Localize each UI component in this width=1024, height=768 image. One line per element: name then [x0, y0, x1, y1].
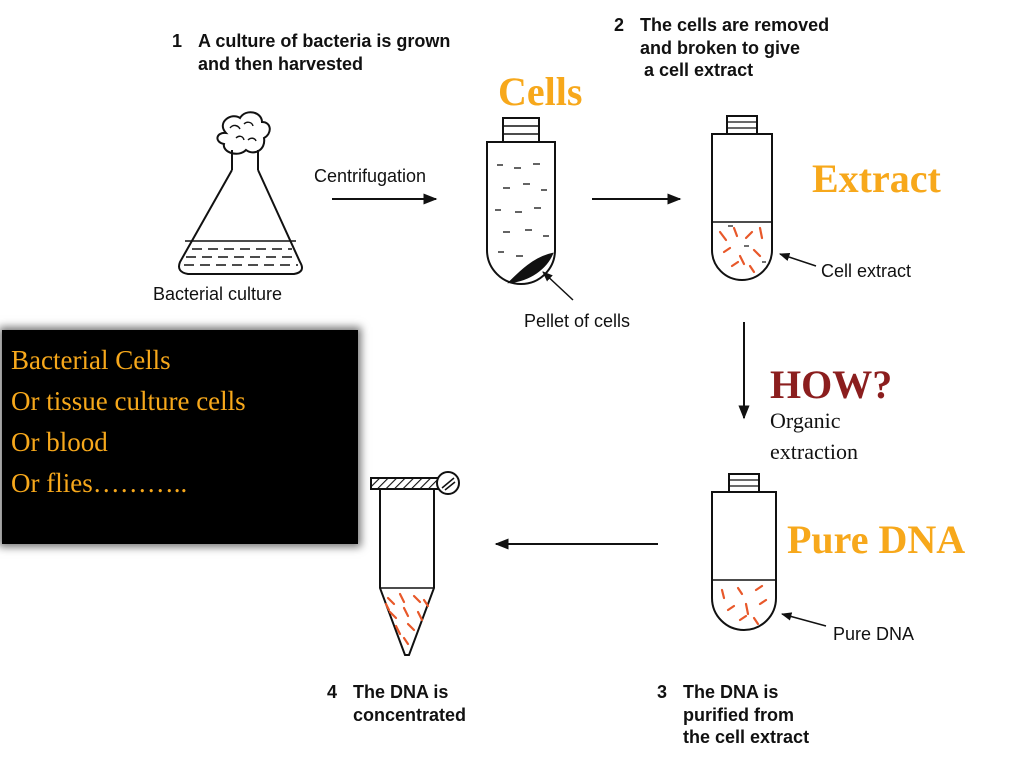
step-1-caption: 1 A culture of bacteria is grown and then… — [172, 30, 450, 75]
sources-box: Bacterial Cells Or tissue culture cells … — [2, 330, 358, 544]
step-2-caption: 2 The cells are removed and broken to giv… — [614, 14, 829, 82]
extraction-line: extraction — [770, 438, 858, 464]
centrifuge-tube-icon — [486, 117, 556, 285]
pure-dna-tube-icon — [711, 473, 777, 631]
step-text: and broken to give — [640, 37, 801, 58]
centrifugation-label: Centrifugation — [314, 166, 427, 186]
source-line: Bacterial Cells — [11, 345, 171, 375]
step-text: a cell extract — [644, 60, 754, 80]
step-text: the cell extract — [683, 727, 810, 747]
step-text: purified from — [683, 704, 794, 725]
bacterial-culture-label: Bacterial culture — [153, 284, 283, 304]
concentrated-dna-fragments — [384, 592, 430, 646]
pure-dna-label: Pure DNA — [833, 624, 915, 644]
extract-highlight: Extract — [812, 156, 941, 201]
cell-extract-fragments — [718, 226, 764, 274]
microtube-icon — [370, 471, 460, 656]
cell-extract-pointer — [779, 253, 817, 267]
step-3-caption: 3 The DNA is purified from the cell extra… — [657, 681, 809, 749]
cell-extract-tube-icon — [711, 115, 773, 281]
step-text: A culture of bacteria is grown — [198, 31, 451, 51]
step-text: The cells are removed — [640, 15, 830, 35]
organic-line: Organic — [770, 408, 841, 433]
organic-extraction-note: Organic extraction — [770, 406, 858, 468]
cells-highlight: Cells — [498, 69, 583, 114]
pellet-pointer — [542, 271, 574, 301]
step-number: 3 — [657, 682, 668, 702]
step-4-caption: 4 The DNA is concentrated — [327, 681, 466, 726]
source-line: Or tissue culture cells — [11, 386, 246, 416]
step-text: The DNA is — [683, 682, 779, 702]
flask-icon — [178, 111, 303, 275]
source-line: Or flies……….. — [11, 468, 188, 498]
step-number: 4 — [327, 682, 338, 702]
step-text: and then harvested — [198, 53, 364, 74]
pellet-of-cells-label: Pellet of cells — [524, 311, 631, 331]
step-number: 1 — [172, 31, 183, 51]
pure-dna-pointer — [780, 612, 827, 627]
cell-extract-label: Cell extract — [821, 261, 912, 281]
pure-dna-fragments — [720, 584, 768, 626]
how-question: HOW? — [770, 362, 893, 407]
step-text: concentrated — [353, 704, 467, 725]
pure-dna-highlight: Pure DNA — [787, 517, 966, 562]
source-line: Or blood — [11, 427, 108, 457]
step-text: The DNA is — [353, 682, 449, 702]
step-number: 2 — [614, 15, 625, 35]
